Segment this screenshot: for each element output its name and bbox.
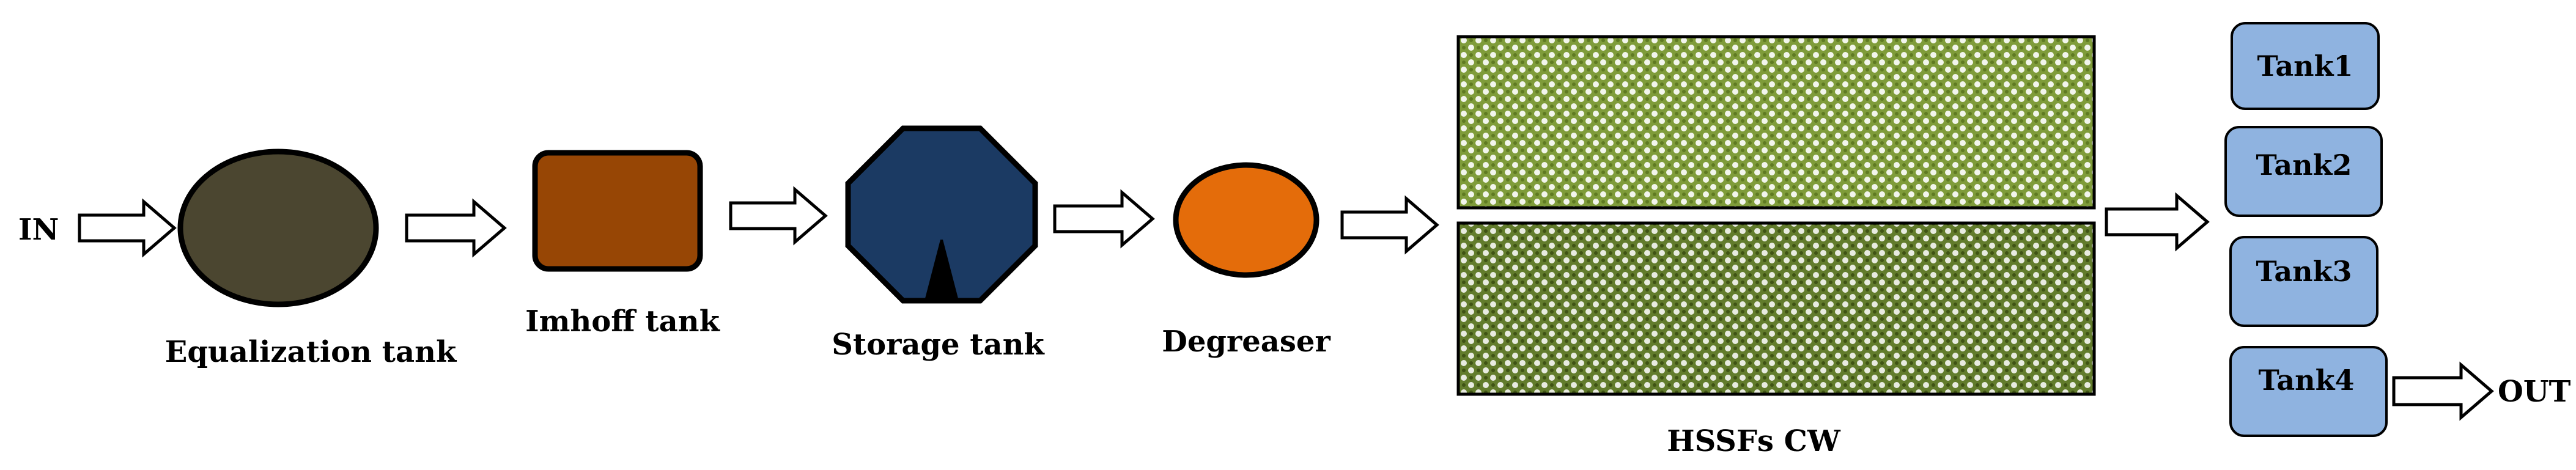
tank4-label: Tank4 xyxy=(2259,364,2355,397)
tank1-label: Tank1 xyxy=(2257,50,2353,83)
flow-arrow-out xyxy=(2392,361,2494,421)
imhoff-tank-shape xyxy=(532,150,703,272)
tank2-label: Tank2 xyxy=(2256,149,2352,182)
tank4-shape xyxy=(2229,346,2388,437)
degreaser-shape xyxy=(1173,162,1319,278)
flow-arrow-equalization-to-imhoff xyxy=(405,198,507,258)
imhoff-tank-label: Imhoff tank xyxy=(525,304,720,339)
tank3-label: Tank3 xyxy=(2256,255,2352,288)
equalization-tank: Equalization tank xyxy=(165,149,457,369)
tank2-shape xyxy=(2224,126,2383,217)
wetland-bed-upper xyxy=(1456,35,2096,210)
equalization-tank-label: Equalization tank xyxy=(165,335,457,369)
tank3-shape xyxy=(2229,236,2379,327)
degreaser-label: Degreaser xyxy=(1162,325,1330,359)
storage-tank: Storage tank xyxy=(832,125,1045,362)
final-tanks: Tank1 Tank2 Tank3 Tank4 xyxy=(2224,22,2388,437)
storage-tank-cone xyxy=(924,240,959,301)
tank1-shape xyxy=(2231,22,2380,110)
degreaser: Degreaser xyxy=(1162,162,1330,359)
hssf-constructed-wetland: HSSFs CW xyxy=(1456,35,2096,458)
input-label: IN xyxy=(18,213,59,247)
imhoff-tank: Imhoff tank xyxy=(525,150,721,339)
wetland-bed-lower xyxy=(1456,221,2096,396)
wetland-label: HSSFs CW xyxy=(1667,424,1841,458)
flow-arrow-storage-to-degreaser xyxy=(1053,189,1155,249)
equalization-tank-shape xyxy=(177,149,379,307)
storage-tank-shape xyxy=(845,125,1038,304)
flow-arrow-degreaser-to-wetland xyxy=(1340,195,1439,255)
flow-arrow-in xyxy=(78,198,177,258)
flow-arrow-imhoff-to-storage xyxy=(729,186,828,246)
output-label: OUT xyxy=(2498,375,2571,409)
flow-arrow-wetland-to-tanks xyxy=(2105,192,2210,252)
storage-tank-label: Storage tank xyxy=(832,328,1045,362)
